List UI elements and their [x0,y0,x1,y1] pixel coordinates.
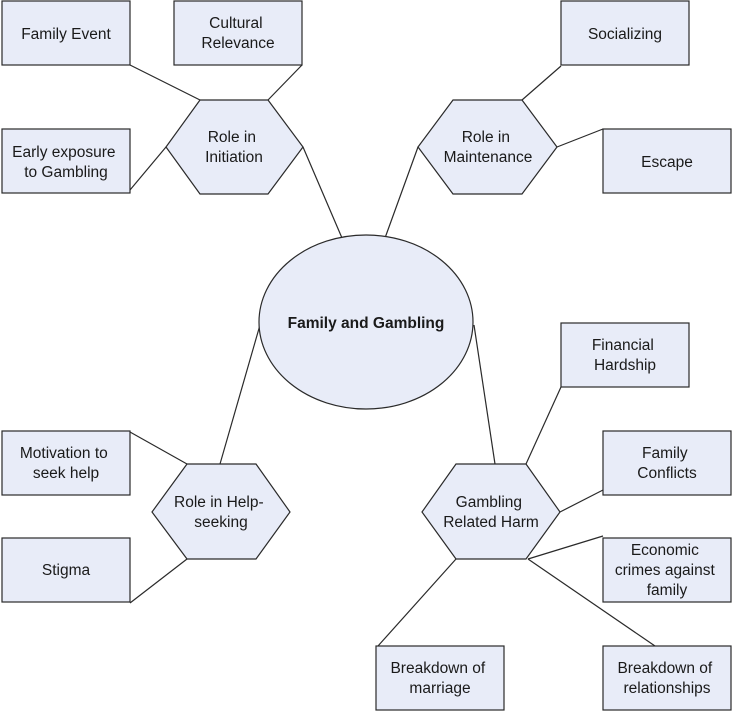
hub-harm-line-1: Gambling [456,494,522,511]
leaf-motivation-line-1: Motivation to [20,445,108,462]
hub-help-seeking-line-1: Role in Help- [174,494,264,511]
connector-harm-breakdown-marriage [377,558,457,647]
connector-center-maintenance [384,146,419,239]
leaf-family-event-box [1,0,131,66]
leaf-cultural-relevance-line-1: Cultural [209,15,262,32]
hub-initiation-line-2: Initiation [205,149,263,166]
hub-maintenance-line-2: Maintenance [444,149,533,166]
leaf-motivation: Motivation to seek help [1,430,131,496]
leaf-socializing-line-1: Socializing [588,26,662,43]
leaf-socializing: Socializing [560,0,690,66]
leaf-economic-crimes-line-2: crimes against [615,562,716,579]
leaf-socializing-box [560,0,690,66]
leaf-family-event: Family Event [1,0,131,66]
leaf-stigma-line-1: Stigma [42,562,91,579]
connectors [129,64,656,647]
leaf-motivation-label: Motivation to seek help [20,445,112,482]
hub-harm-line-2: Related Harm [443,514,539,531]
leaf-stigma-label: Stigma [42,562,91,579]
leaf-motivation-line-2: seek help [33,465,99,482]
leaf-financial-hardship-label: Financial Hardship [592,337,658,374]
leaf-family-conflicts-line-1: Family [642,445,688,462]
leaf-escape-line-1: Escape [641,154,693,171]
connector-harm-breakdown-relationships [527,558,656,647]
leaf-cultural-relevance-label: Cultural Relevance [201,15,274,52]
leaf-family-conflicts-label: Family Conflicts [637,445,697,482]
center-label-line: Family and Gambling [288,315,445,332]
leaf-breakdown-relationships-line-1: Breakdown of [617,660,712,677]
leaf-breakdown-marriage-line-2: marriage [409,680,470,697]
connector-help-stigma [129,558,188,604]
hexagon-maintenance [417,99,558,195]
leaf-breakdown-marriage: Breakdown of marriage [375,645,505,711]
leaf-cultural-relevance-box [173,0,303,66]
leaf-breakdown-relationships: Breakdown of relationships [602,645,732,711]
leaf-escape-box [602,128,732,194]
leaf-escape: Escape [602,128,732,194]
hexagon-harm [421,463,561,560]
connector-center-initiation [302,146,343,239]
leaf-early-exposure: Early exposure to Gambling [1,128,131,194]
leaf-family-event-label: Family Event [21,26,111,43]
connector-harm-economic-crimes [527,535,604,560]
leaf-cultural-relevance: Cultural Relevance [173,0,303,66]
leaf-family-event-line-1: Family Event [21,26,111,43]
leaf-family-conflicts: Family Conflicts [602,430,732,496]
leaf-financial-hardship-line-2: Hardship [594,357,656,374]
connector-harm-financial-hardship [525,386,562,465]
leaf-socializing-label: Socializing [588,26,662,43]
hub-harm: Gambling Related Harm [421,463,561,560]
leaf-economic-crimes-line-1: Economic [631,542,699,559]
leaf-cultural-relevance-line-2: Relevance [201,35,274,52]
center-label: Family and Gambling [288,315,445,332]
leaf-breakdown-relationships-label: Breakdown of relationships [617,660,716,697]
hub-maintenance: Role in Maintenance [417,99,558,195]
leaf-breakdown-marriage-line-1: Breakdown of [390,660,485,677]
connector-maintenance-escape [556,128,604,148]
hub-help-seeking-line-2: seeking [194,514,247,531]
hub-maintenance-label: Role in Maintenance [444,129,533,166]
leaf-family-conflicts-box [602,430,732,496]
hexagon-initiation [165,99,304,195]
leaf-economic-crimes: Economic crimes against family [602,537,732,603]
leaf-family-conflicts-line-2: Conflicts [637,465,697,482]
connector-initiation-early-exposure [129,146,167,191]
leaf-economic-crimes-label: Economic crimes against family [615,542,719,599]
leaf-stigma-box [1,537,131,603]
leaf-early-exposure-box [1,128,131,194]
leaf-economic-crimes-line-3: family [647,582,688,599]
leaf-breakdown-marriage-box [375,645,505,711]
hub-initiation: Role in Initiation [165,99,304,195]
connector-center-harm [473,324,496,465]
leaf-stigma: Stigma [1,537,131,603]
center-node: Family and Gambling [258,234,474,410]
leaf-early-exposure-line-1: Early exposure [12,144,115,161]
leaf-financial-hardship-box [560,322,690,388]
leaf-economic-crimes-box [602,537,732,603]
leaf-motivation-box [1,430,131,496]
leaf-financial-hardship-line-1: Financial [592,337,654,354]
hub-harm-label: Gambling Related Harm [443,494,539,531]
leaf-escape-label: Escape [641,154,693,171]
leaf-breakdown-relationships-line-2: relationships [623,680,710,697]
connector-initiation-family-event [129,64,201,101]
leaf-financial-hardship: Financial Hardship [560,322,690,388]
connector-harm-family-conflicts [559,489,604,513]
hexagon-help-seeking [151,463,291,560]
hub-help-seeking-label: Role in Help- seeking [174,494,268,531]
connector-initiation-cultural-relevance [267,64,303,101]
hub-initiation-label: Role in Initiation [205,129,263,166]
leaf-early-exposure-line-2: to Gambling [24,164,108,181]
connector-help-motivation [129,431,188,465]
hub-help-seeking: Role in Help- seeking [151,463,291,560]
hub-initiation-line-1: Role in [208,129,256,146]
leaf-breakdown-marriage-label: Breakdown of marriage [390,660,489,697]
leaf-breakdown-relationships-box [602,645,732,711]
hub-maintenance-line-1: Role in [462,129,510,146]
connector-maintenance-socializing [521,65,562,101]
center-ellipse [258,234,474,410]
leaf-early-exposure-label: Early exposure to Gambling [12,144,120,181]
connector-center-help-seeking [219,324,261,465]
